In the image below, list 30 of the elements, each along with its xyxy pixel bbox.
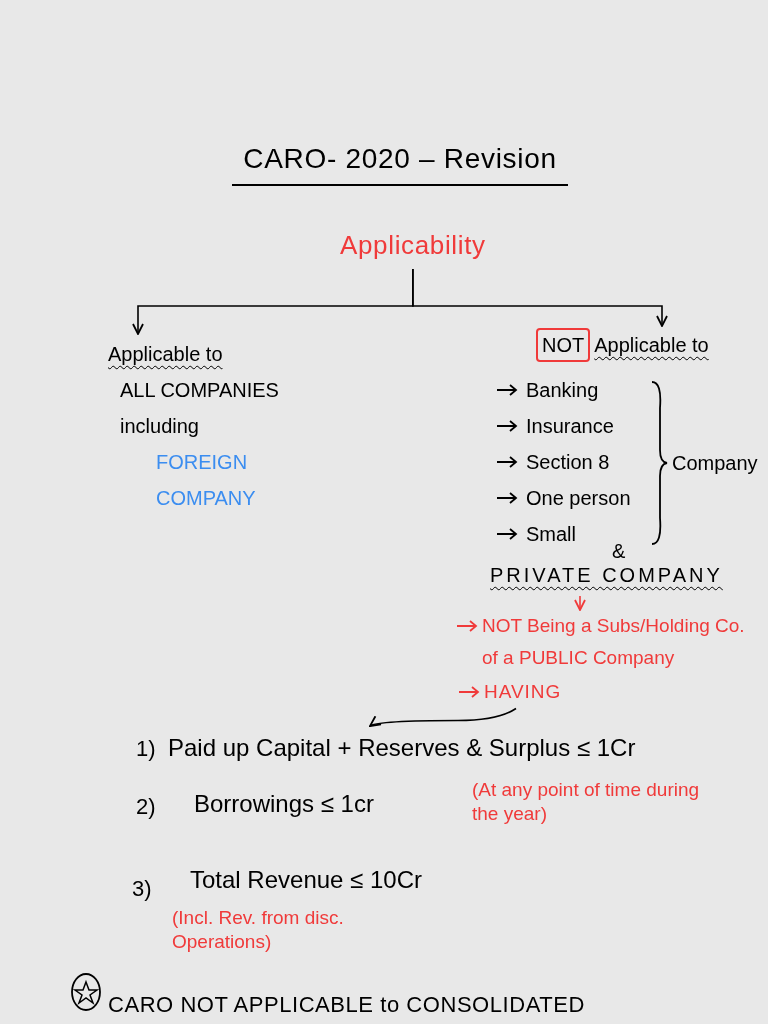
connector-arrow bbox=[412, 268, 668, 327]
condition-text: HAVING bbox=[484, 680, 562, 704]
note-text: CARO NOT APPLICABLE to CONSOLIDATED bbox=[108, 991, 585, 1019]
list-item: Banking bbox=[526, 378, 599, 403]
side-note: (Incl. Rev. from disc. Operations) bbox=[172, 906, 345, 954]
ampersand-text: & bbox=[612, 539, 626, 564]
list-number: 1) bbox=[136, 735, 156, 763]
subheading: PRIVATE COMPANY bbox=[490, 564, 723, 586]
branch-text: ALL COMPANIES including bbox=[119, 378, 280, 439]
list-number: 3) bbox=[132, 875, 152, 903]
connector-arrow bbox=[369, 707, 517, 728]
connector-arrow bbox=[574, 595, 586, 611]
page-title: CARO- 2020 – Revision bbox=[232, 138, 568, 186]
condition-text: NOT Being a Subs/Holding Co. of a PUBLIC Company bbox=[482, 614, 746, 670]
side-note: (At any point of time during the year) bbox=[472, 778, 701, 826]
branch-heading: Applicable to bbox=[594, 333, 709, 358]
criterion-text: Borrowings ≤ 1cr bbox=[194, 789, 374, 819]
boxed-word: NOT bbox=[536, 328, 591, 362]
list-item: Insurance bbox=[526, 414, 614, 439]
list-number: 2) bbox=[136, 793, 156, 821]
criterion-text: Total Revenue ≤ 10Cr bbox=[190, 865, 422, 895]
list-item: One person bbox=[526, 486, 631, 511]
criterion-text: Paid up Capital + Reserves & Surplus ≤ 1Cr bbox=[168, 733, 636, 763]
highlight-text: FOREIGN COMPANY bbox=[155, 450, 257, 511]
section-heading: Applicability bbox=[340, 230, 486, 260]
list-item: Small bbox=[526, 522, 576, 547]
group-label: Company bbox=[672, 451, 758, 476]
note-block bbox=[536, 328, 709, 362]
list-item: Section 8 bbox=[526, 450, 610, 475]
branch-heading: Applicable to bbox=[108, 342, 224, 367]
